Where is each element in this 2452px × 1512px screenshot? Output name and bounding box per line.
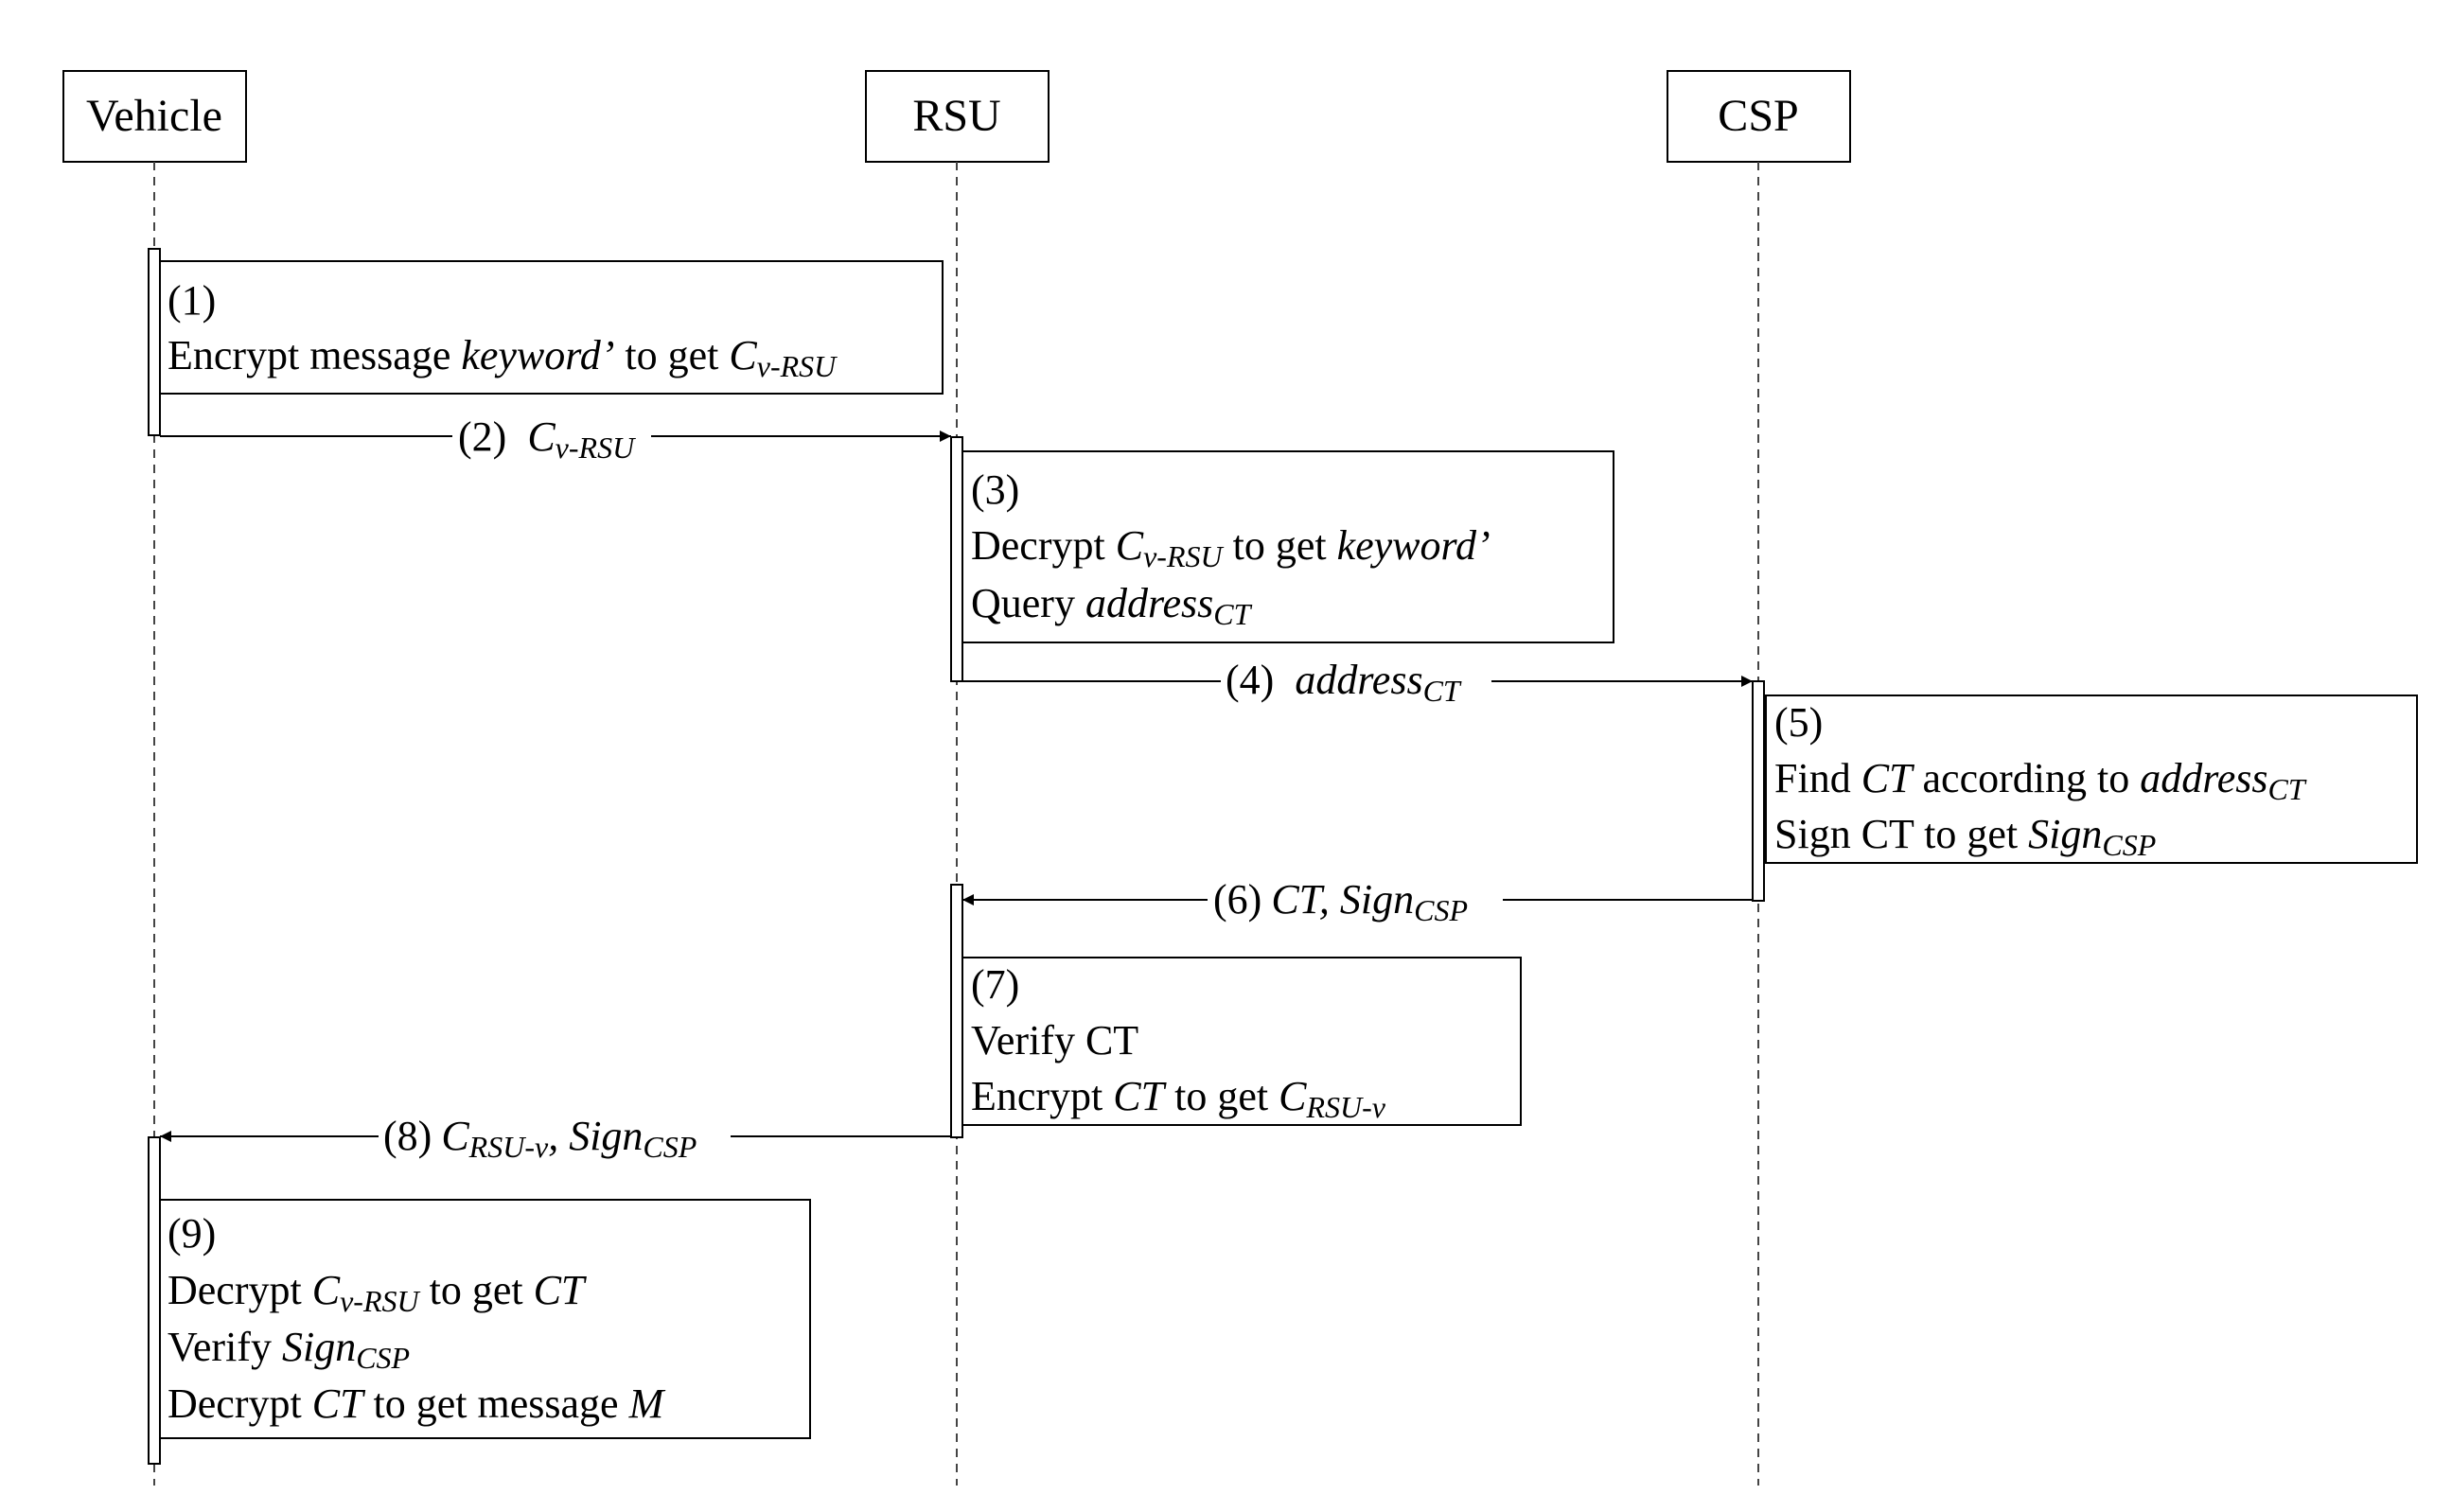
step-9-line-1: Decrypt Cv-RSU to get CT [168, 1267, 588, 1318]
message-2: (2)Cv-RSU [160, 405, 951, 465]
step-7-line-2: Encrypt CT to get CRSU-v [971, 1073, 1386, 1124]
activation-rsu-1 [950, 436, 963, 682]
step-5-box: (5) Find CT according to addressCT Sign … [1765, 694, 2418, 864]
participant-vehicle: Vehicle [62, 70, 247, 163]
participant-rsu: RSU [865, 70, 1050, 163]
step-3-line-2: Query addressCT [971, 580, 1253, 631]
step-9-line-3: Decrypt CT to get message M [168, 1380, 666, 1427]
activation-vehicle-2 [148, 1136, 161, 1465]
step-5-line-2: Sign CT to get SignCSP [1774, 811, 2156, 862]
step-5-number: (5) [1774, 699, 1823, 746]
message-6: (6)CT, SignCSP [962, 869, 1753, 927]
message-4: (4)addressCT [962, 651, 1753, 708]
step-7-box: (7) Verify CT Encrypt CT to get CRSU-v [961, 957, 1522, 1126]
step-7-line-1: Verify CT [971, 1017, 1138, 1064]
step-3-box: (3) Decrypt Cv-RSU to get keyword’ Query… [961, 450, 1614, 643]
step-3-number: (3) [971, 466, 1019, 513]
step-9-number: (9) [168, 1210, 216, 1257]
message-8-label: (8)CRSU-v, SignCSP [383, 1113, 697, 1164]
message-6-label: (6)CT, SignCSP [1213, 876, 1468, 927]
step-5-line-1: Find CT according to addressCT [1774, 755, 2307, 806]
step-9-box: (9) Decrypt Cv-RSU to get CT Verify Sign… [159, 1199, 811, 1439]
message-4-label: (4)addressCT [1226, 657, 1462, 708]
message-2-label: (2)Cv-RSU [458, 413, 636, 465]
activation-csp-1 [1752, 680, 1765, 902]
step-7-number: (7) [971, 961, 1019, 1008]
participant-vehicle-label: Vehicle [86, 91, 222, 141]
message-8: (8)CRSU-v, SignCSP [160, 1105, 951, 1164]
activation-vehicle-1 [148, 248, 161, 436]
step-9-line-2: Verify SignCSP [168, 1324, 410, 1375]
participant-csp-label: CSP [1718, 91, 1798, 141]
participant-rsu-label: RSU [912, 91, 1000, 141]
step-1-box: (1) Encrypt message keyword’ to get Cv-R… [159, 260, 944, 395]
step-1-text: Encrypt message keyword’ to get Cv-RSU [168, 332, 838, 383]
participant-csp: CSP [1667, 70, 1851, 163]
step-3-line-1: Decrypt Cv-RSU to get keyword’ [971, 522, 1491, 573]
activation-rsu-2 [950, 884, 963, 1138]
step-1-number: (1) [168, 277, 216, 324]
